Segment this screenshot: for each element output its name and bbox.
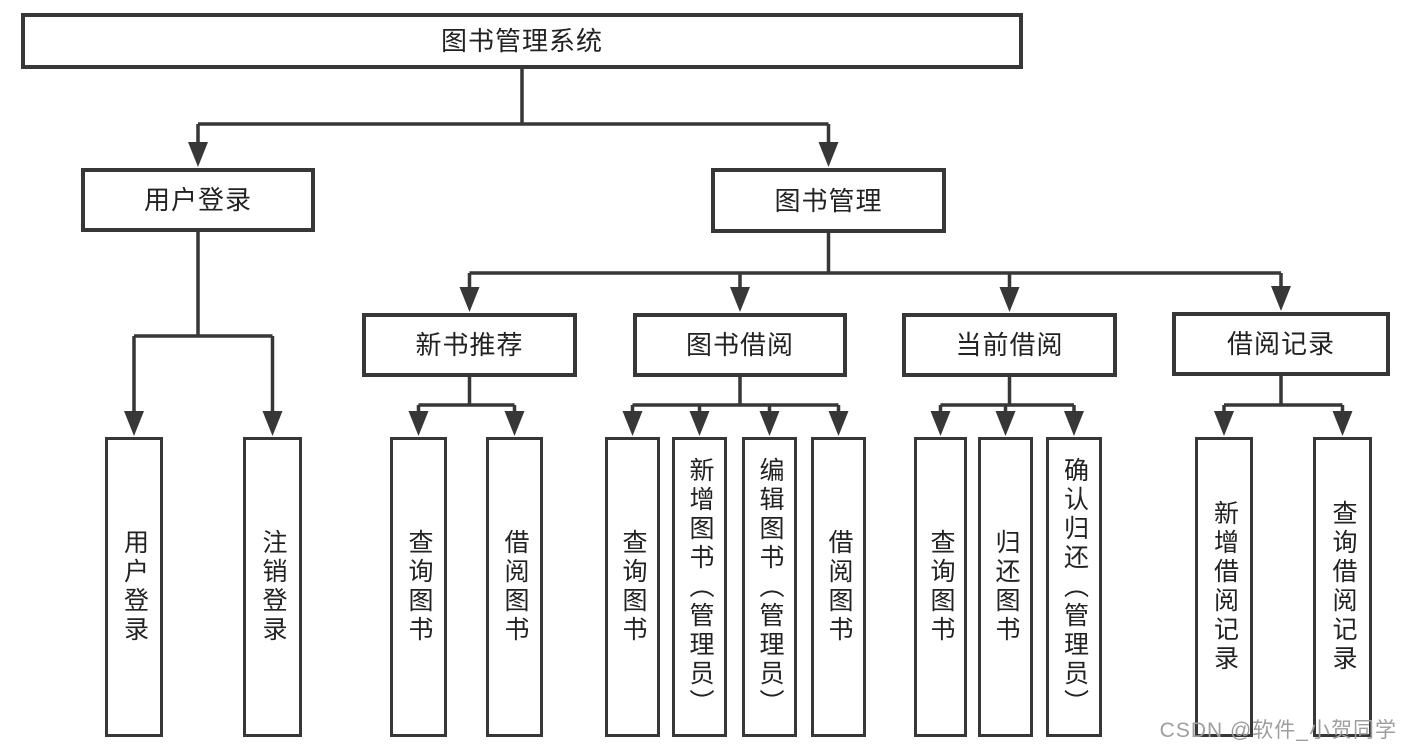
node-label-leaf-cb-query-books: 查询图书 [927,529,955,645]
arrowhead-to-leaf-nb-query-books [408,411,429,436]
node-borrowing-records: 借阅记录 [1172,312,1390,376]
node-leaf-br-query-record: 查询借阅记录 [1313,437,1372,737]
node-label-user-login: 用户登录 [143,185,252,215]
node-label-leaf-cb-confirm-return-admin: 确认归还（管理员） [1060,456,1089,718]
node-label-leaf-bb-edit-books-admin: 编辑图书（管理员） [756,456,784,718]
node-label-borrowing-records: 借阅记录 [1226,329,1335,359]
node-label-leaf-logout: 注销登录 [259,529,287,645]
arrowhead-to-leaf-bb-borrow-books [828,411,849,436]
node-leaf-nb-borrow-books: 借阅图书 [486,437,543,737]
node-leaf-cb-confirm-return-admin: 确认归还（管理员） [1046,437,1102,737]
arrowhead-to-leaf-cb-return-books [995,411,1016,436]
node-label-book-borrowing: 图书借阅 [685,330,794,360]
arrowhead-to-new-book-recommend [459,287,480,312]
arrowhead-to-leaf-user-login [124,411,144,436]
arrowhead-to-leaf-bb-add-books-admin [689,411,710,436]
node-label-leaf-bb-query-books: 查询图书 [619,529,647,645]
arrowhead-to-book-management [818,142,839,167]
node-leaf-cb-return-books: 归还图书 [978,437,1033,737]
node-label-leaf-br-query-record: 查询借阅记录 [1329,500,1357,674]
arrowhead-to-leaf-bb-edit-books-admin [759,411,780,436]
node-label-root: 图书管理系统 [440,26,603,56]
node-label-leaf-br-add-record: 新增借阅记录 [1210,500,1239,674]
watermark-text: CSDN @软件_小贺同学 [1159,719,1397,742]
node-leaf-bb-borrow-books: 借阅图书 [811,437,866,737]
node-label-book-management: 图书管理 [774,185,883,216]
node-label-leaf-bb-add-books-admin: 新增图书（管理员） [686,456,714,718]
node-book-borrowing: 图书借阅 [633,313,847,377]
node-user-login: 用户登录 [81,168,315,232]
node-label-leaf-bb-borrow-books: 借阅图书 [825,529,853,645]
arrowhead-to-book-borrowing [730,287,750,312]
node-leaf-bb-edit-books-admin: 编辑图书（管理员） [742,437,797,737]
arrowhead-to-leaf-cb-confirm-return-admin [1064,411,1084,436]
node-current-borrowing: 当前借阅 [902,313,1117,377]
node-leaf-cb-query-books: 查询图书 [914,437,967,737]
node-label-leaf-nb-borrow-books: 借阅图书 [501,529,529,645]
node-label-leaf-cb-return-books: 归还图书 [992,529,1020,645]
arrowhead-to-user-login [188,142,208,167]
node-new-book-recommend: 新书推荐 [362,313,577,377]
node-leaf-bb-query-books: 查询图书 [605,437,660,737]
node-leaf-nb-query-books: 查询图书 [390,437,447,737]
node-label-new-book-recommend: 新书推荐 [415,330,524,360]
arrowhead-to-current-borrowing [999,287,1020,312]
arrowhead-to-leaf-bb-query-books [622,411,643,436]
arrowhead-to-leaf-nb-borrow-books [504,411,525,436]
arrowhead-to-leaf-br-query-record [1332,411,1353,436]
arrowhead-to-leaf-cb-query-books [930,411,951,436]
node-leaf-br-add-record: 新增借阅记录 [1195,437,1253,737]
arrowhead-to-borrowing-records [1271,286,1291,311]
node-label-current-borrowing: 当前借阅 [955,330,1064,360]
node-leaf-bb-add-books-admin: 新增图书（管理员） [672,437,727,737]
node-leaf-logout: 注销登录 [243,437,302,737]
node-root: 图书管理系统 [21,13,1023,69]
node-leaf-user-login: 用户登录 [105,437,163,737]
connector-path [132,67,1345,417]
node-book-management: 图书管理 [711,168,946,233]
node-label-leaf-nb-query-books: 查询图书 [405,529,433,645]
node-label-leaf-user-login: 用户登录 [120,529,149,645]
arrowhead-to-leaf-br-add-record [1214,411,1234,436]
arrowhead-to-leaf-logout [262,411,283,436]
